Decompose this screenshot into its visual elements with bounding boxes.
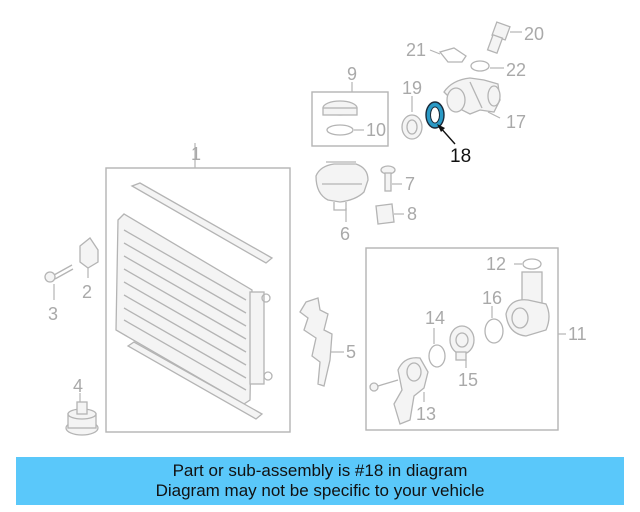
part-9-box [311,91,389,147]
callout-6: 6 [340,224,350,244]
part-8-clip [375,203,395,225]
callout-11: 11 [568,324,587,344]
callout-20: 20 [524,24,544,44]
part-14-oring [428,344,446,368]
banner-line-2: Diagram may not be specific to your vehi… [155,481,485,500]
callout-5: 5 [346,342,356,362]
callout-21: 21 [406,40,426,60]
part-3-bolt [44,264,74,283]
parts-diagram: 1 2 3 4 5 6 7 8 9 10 11 12 13 14 15 16 1… [44,21,587,436]
radiator [115,213,273,405]
callout-9: 9 [347,64,357,84]
part-5-duct [299,297,333,387]
callout-2: 2 [82,282,92,302]
part-22-oring [470,60,490,72]
part-13-housing [369,357,429,425]
callout-13: 13 [416,404,436,424]
callout-17: 17 [506,112,526,132]
part-6-reservoir [315,161,369,211]
part-20-sensor [486,21,511,55]
part-4-mount [65,401,99,436]
part-19-ring [401,114,423,140]
callout-15: 15 [458,370,478,390]
callout-16: 16 [482,288,502,308]
callout-22: 22 [506,60,526,80]
part-10-seal [326,124,354,136]
part-11-housing [505,271,550,337]
callout-7: 7 [405,174,415,194]
part-17-housing [443,77,501,115]
callout-18: 18 [450,146,471,167]
part-21-gasket [438,47,467,63]
callout-1: 1 [191,144,201,164]
part-2-bracket [79,237,99,269]
callout-12: 12 [486,254,506,274]
callout-4: 4 [73,376,83,396]
callout-3: 3 [48,304,58,324]
part-9-cap [322,100,358,116]
part-11-box [365,247,559,431]
callout-8: 8 [407,204,417,224]
callout-14: 14 [425,308,445,328]
part-15-thermostat [449,325,475,361]
part-12-oring [522,258,542,270]
part-18-seal [425,101,445,129]
info-banner: Part or sub-assembly is #18 in diagram D… [16,457,624,505]
part-7-bolt [380,165,396,192]
banner-line-1: Part or sub-assembly is #18 in diagram [172,461,468,480]
callout-19: 19 [402,78,422,98]
radiator-group-box [105,167,291,433]
callout-10: 10 [366,120,386,140]
part-16-oring [484,318,504,344]
